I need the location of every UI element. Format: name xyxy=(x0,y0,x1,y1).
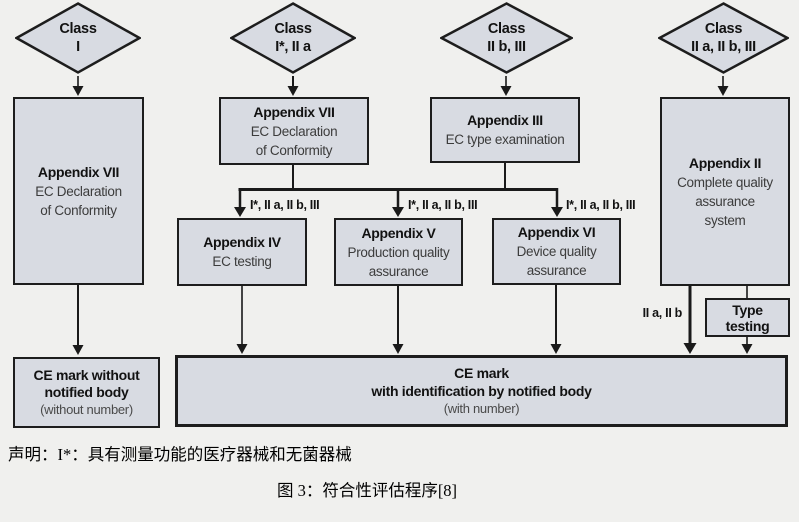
arrow-class1-to-app7-left xyxy=(72,76,84,96)
edge-label-to-appendix-vi: I*, II a, II b, III xyxy=(566,198,636,212)
box-appendix-v: Appendix V Production quality assurance xyxy=(334,218,463,286)
diamond-class-iia-iib-iii-line1: Class xyxy=(704,21,743,37)
box-line: EC type examination xyxy=(445,132,565,147)
box-line: system xyxy=(704,212,746,228)
arrow-class3-to-app3 xyxy=(500,76,512,96)
diamond-class-iia-iib-iii: Class II a, II b, III xyxy=(658,2,789,74)
box-line: assurance xyxy=(368,263,429,279)
box-line: assurance xyxy=(526,263,587,278)
box-appendix-vii-left: Appendix VII EC Declaration of Conformit… xyxy=(13,97,144,285)
arrow-app6-to-ce-with xyxy=(550,285,562,354)
edge-label-to-appendix-v: I*, II a, II b, III xyxy=(408,198,478,212)
box-ce-mark-with-notified-body: CE mark with identification by notified … xyxy=(175,355,788,427)
arrow-app7-left-to-ce-without xyxy=(72,285,84,355)
box-line: Complete quality xyxy=(677,174,773,190)
arrow-class4-to-app2 xyxy=(717,76,729,96)
figure-caption: 图 3：符合性评估程序[8] xyxy=(276,481,458,500)
box-title: CE mark xyxy=(454,365,509,381)
box-line: of Conformity xyxy=(255,142,333,158)
arrow-bus-to-app5 xyxy=(392,188,404,217)
diamond-class-i-line2: I xyxy=(76,39,80,55)
diamond-class-istar-iia: Class I*, II a xyxy=(230,2,356,74)
diamond-class-iib-iii-line1: Class xyxy=(487,21,526,37)
box-line: EC testing xyxy=(212,254,272,269)
diamond-class-iib-iii-line2: II b, III xyxy=(487,39,526,55)
box-type-testing: Type testing xyxy=(705,298,790,337)
diamond-class-i-line1: Class xyxy=(59,21,97,37)
box-title: with identification by notified body xyxy=(371,383,592,399)
arrow-app5-to-ce-with xyxy=(392,286,404,354)
arrow-app2-to-ce-with xyxy=(683,286,697,354)
box-title: Appendix III xyxy=(467,112,543,128)
box-line: Production quality xyxy=(347,244,450,260)
diamond-shape xyxy=(15,2,141,74)
box-title: Appendix VII xyxy=(37,163,120,180)
box-line: EC Declaration xyxy=(35,183,122,199)
diamond-class-istar-iia-line2: I*, II a xyxy=(275,39,311,55)
box-title: Appendix IV xyxy=(203,234,281,250)
box-title: Appendix II xyxy=(688,154,762,171)
arrow-bus-to-app4 xyxy=(234,188,246,217)
box-line: Device quality xyxy=(516,244,597,259)
box-title: Type xyxy=(732,301,763,318)
box-ce-mark-without-notified-body: CE mark without notified body (without n… xyxy=(13,357,160,428)
diamond-shape xyxy=(658,2,789,74)
diamond-class-i: Class I xyxy=(15,2,141,74)
box-title: Appendix VII xyxy=(253,103,335,120)
box-appendix-iii: Appendix III EC type examination xyxy=(430,97,580,163)
box-title: testing xyxy=(725,317,770,334)
box-appendix-iv: Appendix IV EC testing xyxy=(177,218,307,286)
diamond-class-istar-iia-line1: Class xyxy=(274,21,312,37)
edge-label-appendix-ii-to-ce: II a, II b xyxy=(642,306,683,320)
arrow-type-testing-to-ce-with xyxy=(741,337,753,354)
box-line: assurance xyxy=(695,193,755,209)
diamond-shape xyxy=(440,2,573,74)
arrow-bus-to-app6 xyxy=(551,188,563,217)
arrow-class2-to-app7-mid xyxy=(287,76,299,96)
box-line: EC Declaration xyxy=(250,123,338,139)
arrow-app4-to-ce-with xyxy=(236,286,248,354)
box-appendix-vii-mid: Appendix VII EC Declaration of Conformit… xyxy=(219,97,369,165)
box-title: Appendix V xyxy=(361,224,436,241)
box-title: Appendix VI xyxy=(517,224,596,240)
box-title: notified body xyxy=(44,383,129,400)
box-line: of Conformity xyxy=(40,202,117,218)
box-subtitle: (with number) xyxy=(443,401,520,416)
diamond-shape xyxy=(230,2,356,74)
box-subtitle: (without number) xyxy=(40,401,133,417)
edge-label-to-appendix-iv: I*, II a, II b, III xyxy=(250,198,320,212)
diamond-class-iib-iii: Class II b, III xyxy=(440,2,573,74)
figure-note: 声明：I*：具有测量功能的医疗器械和无菌器械 xyxy=(8,445,352,464)
box-appendix-vi: Appendix VI Device quality assurance xyxy=(492,218,621,285)
diamond-class-iia-iib-iii-line2: II a, II b, III xyxy=(691,39,756,55)
box-appendix-ii: Appendix II Complete quality assurance s… xyxy=(660,97,790,286)
box-title: CE mark without xyxy=(33,366,140,383)
